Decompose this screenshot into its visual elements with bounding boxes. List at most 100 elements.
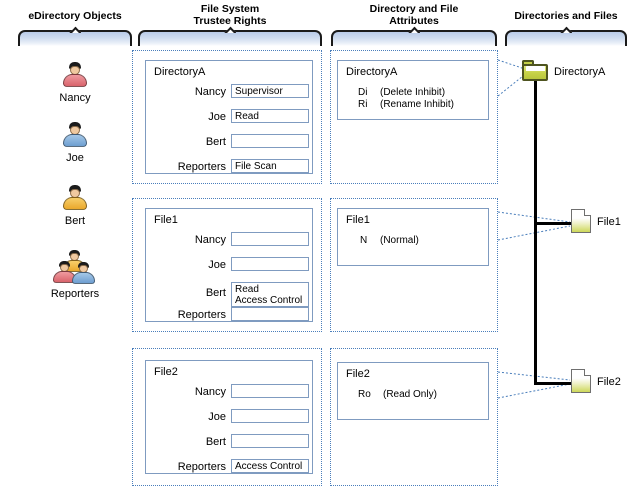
user-icon <box>62 122 88 150</box>
trustee-name: Nancy <box>194 234 226 246</box>
tree-trunk <box>534 80 537 385</box>
rights-value[interactable] <box>231 134 309 148</box>
attributes-group-file2 <box>330 348 498 486</box>
trustee-name: Joe <box>208 111 226 123</box>
trustee-row: Bert Read Access Control <box>146 282 314 307</box>
column-header-line: File System <box>200 3 260 15</box>
rights-value[interactable] <box>231 434 309 448</box>
rights-value[interactable] <box>231 384 309 398</box>
rights-value[interactable]: Read Access Control <box>231 282 309 307</box>
trustee-group-file2 <box>132 348 322 486</box>
group-icon-member-left <box>53 261 77 285</box>
column-header-line: Directories and Files <box>514 10 618 22</box>
attributes-panel-file1: File1 N (Normal) <box>337 208 489 266</box>
bracket-nub <box>69 25 81 33</box>
tree-node-label: File1 <box>597 216 621 228</box>
trustee-name: Nancy <box>194 386 226 398</box>
trustee-name: Reporters <box>177 461 226 473</box>
edirectory-object-label: Reporters <box>50 288 100 300</box>
attribute-code: N <box>360 235 368 246</box>
folder-icon <box>522 60 548 81</box>
panel-title: DirectoryA <box>346 66 398 78</box>
attribute-description: (Rename Inhibit) <box>380 99 454 110</box>
trustee-group-directorya <box>132 50 322 184</box>
rights-value[interactable] <box>231 307 309 321</box>
group-icon-member-right <box>72 262 96 286</box>
column-header-edirectory: eDirectory Objects <box>10 10 140 22</box>
user-icon-body <box>72 272 95 284</box>
edirectory-object-label: Nancy <box>59 92 91 104</box>
column-header-attributes: Directory and File Attributes <box>331 3 497 27</box>
panel-title: File1 <box>154 214 178 226</box>
column-bracket-trustee <box>138 30 322 46</box>
connector-file2-bottom <box>497 383 571 399</box>
trustee-name: Joe <box>208 411 226 423</box>
attribute-code: Ro <box>358 389 371 400</box>
tree-node-label: File2 <box>597 376 621 388</box>
user-icon <box>62 185 88 213</box>
edirectory-object-reporters[interactable]: Reporters <box>28 250 122 306</box>
column-bracket-objects <box>505 30 627 46</box>
panel-title: File1 <box>346 214 370 226</box>
column-header-line: Directory and File <box>369 3 459 15</box>
group-icon <box>53 250 97 284</box>
trustee-name: Reporters <box>177 309 226 321</box>
rights-value[interactable]: File Scan <box>231 159 309 173</box>
rights-value[interactable] <box>231 257 309 271</box>
rights-value[interactable] <box>231 409 309 423</box>
trustee-name: Nancy <box>194 86 226 98</box>
edirectory-object-bert[interactable]: Bert <box>30 185 120 233</box>
file-icon-fold <box>584 209 591 216</box>
column-header-line: eDirectory Objects <box>28 10 122 22</box>
column-header-trustee: File System Trustee Rights <box>150 3 310 27</box>
rights-value[interactable]: Read <box>231 109 309 123</box>
column-bracket-edirectory <box>18 30 132 46</box>
trustee-name: Joe <box>208 259 226 271</box>
file-icon <box>571 369 593 395</box>
column-header-line: Attributes <box>389 15 439 27</box>
tree-node-label: DirectoryA <box>554 66 606 78</box>
attributes-panel-directorya: DirectoryA Di (Delete Inhibit) Ri (Renam… <box>337 60 489 120</box>
trustee-row: Nancy <box>146 384 314 399</box>
panel-title: File2 <box>154 366 178 378</box>
trustee-row: Bert <box>146 134 314 149</box>
trustee-row: Reporters File Scan <box>146 159 314 174</box>
rights-value[interactable]: Access Control <box>231 459 309 473</box>
trustee-row: Nancy Supervisor <box>146 84 314 99</box>
folder-icon-lip <box>526 66 545 71</box>
file-icon <box>571 209 593 235</box>
user-icon-hair <box>69 122 81 129</box>
user-icon-hair <box>69 185 81 192</box>
attributes-group-directorya <box>330 50 498 184</box>
rights-value[interactable] <box>231 232 309 246</box>
attributes-panel-file2: File2 Ro (Read Only) <box>337 362 489 420</box>
edirectory-object-nancy[interactable]: Nancy <box>30 62 120 110</box>
trustee-panel-file2: File2 Nancy Joe Bert Reporters Access Co… <box>145 360 313 474</box>
trustee-row: Nancy <box>146 232 314 247</box>
tree-branch-file2 <box>534 382 572 385</box>
edirectory-object-joe[interactable]: Joe <box>30 122 120 170</box>
trustee-panel-file1: File1 Nancy Joe Bert Read Access Control… <box>145 208 313 322</box>
user-icon-body <box>63 74 87 87</box>
bracket-nub <box>408 25 420 33</box>
attribute-code: Ri <box>358 99 368 110</box>
edirectory-object-label: Bert <box>64 215 86 227</box>
attribute-description: (Normal) <box>380 235 419 246</box>
rights-value[interactable]: Supervisor <box>231 84 309 98</box>
attributes-group-file1 <box>330 198 498 332</box>
column-bracket-attributes <box>331 30 497 46</box>
trustee-name: Bert <box>205 287 226 299</box>
panel-title: File2 <box>346 368 370 380</box>
tree-branch-file1 <box>534 222 572 225</box>
trustee-row: Joe Read <box>146 109 314 124</box>
user-icon-hair <box>69 62 81 69</box>
bracket-nub <box>560 25 572 33</box>
trustee-name: Reporters <box>177 161 226 173</box>
user-icon-body <box>63 197 87 210</box>
bracket-nub <box>224 25 236 33</box>
trustee-row: Joe <box>146 257 314 272</box>
trustee-group-file1 <box>132 198 322 332</box>
attribute-description: (Read Only) <box>383 389 437 400</box>
user-icon <box>62 62 88 90</box>
